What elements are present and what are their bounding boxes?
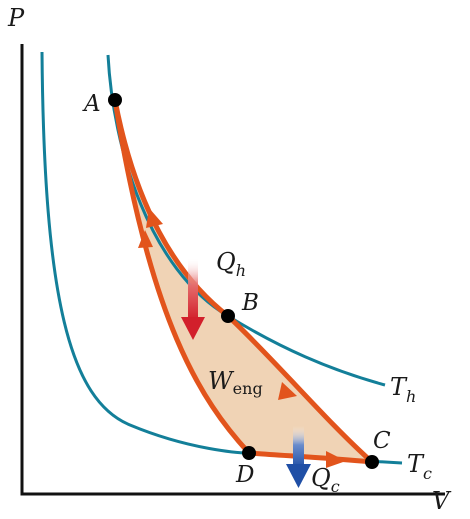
- arrow-b-c: [278, 382, 297, 400]
- label-state-c: C: [373, 428, 391, 454]
- heat-in-arrow: [181, 258, 205, 340]
- work-region: [115, 100, 372, 462]
- label-state-a: A: [82, 91, 101, 117]
- label-heat-out: Qc: [311, 464, 340, 496]
- arrow-a-b: [146, 208, 163, 228]
- label-cold-isotherm: Tc: [407, 450, 432, 483]
- label-work: Weng: [208, 367, 263, 398]
- x-axis-label: V: [432, 487, 452, 515]
- state-point-b: [221, 309, 235, 323]
- state-point-c: [365, 455, 379, 469]
- y-axis-label: P: [7, 4, 25, 32]
- label-state-d: D: [235, 462, 254, 488]
- edge-c-d: [246, 450, 375, 465]
- edge-b-c: [225, 313, 375, 465]
- label-heat-in: Qh: [216, 248, 246, 280]
- heat-out-arrow: [286, 426, 311, 488]
- arrow-d-a: [138, 230, 153, 248]
- edge-d-a: [112, 97, 252, 456]
- label-hot-isotherm: Th: [390, 373, 416, 406]
- arrow-c-d: [326, 451, 346, 468]
- label-state-b: B: [241, 290, 259, 316]
- state-point-d: [242, 446, 256, 460]
- state-point-a: [108, 93, 122, 107]
